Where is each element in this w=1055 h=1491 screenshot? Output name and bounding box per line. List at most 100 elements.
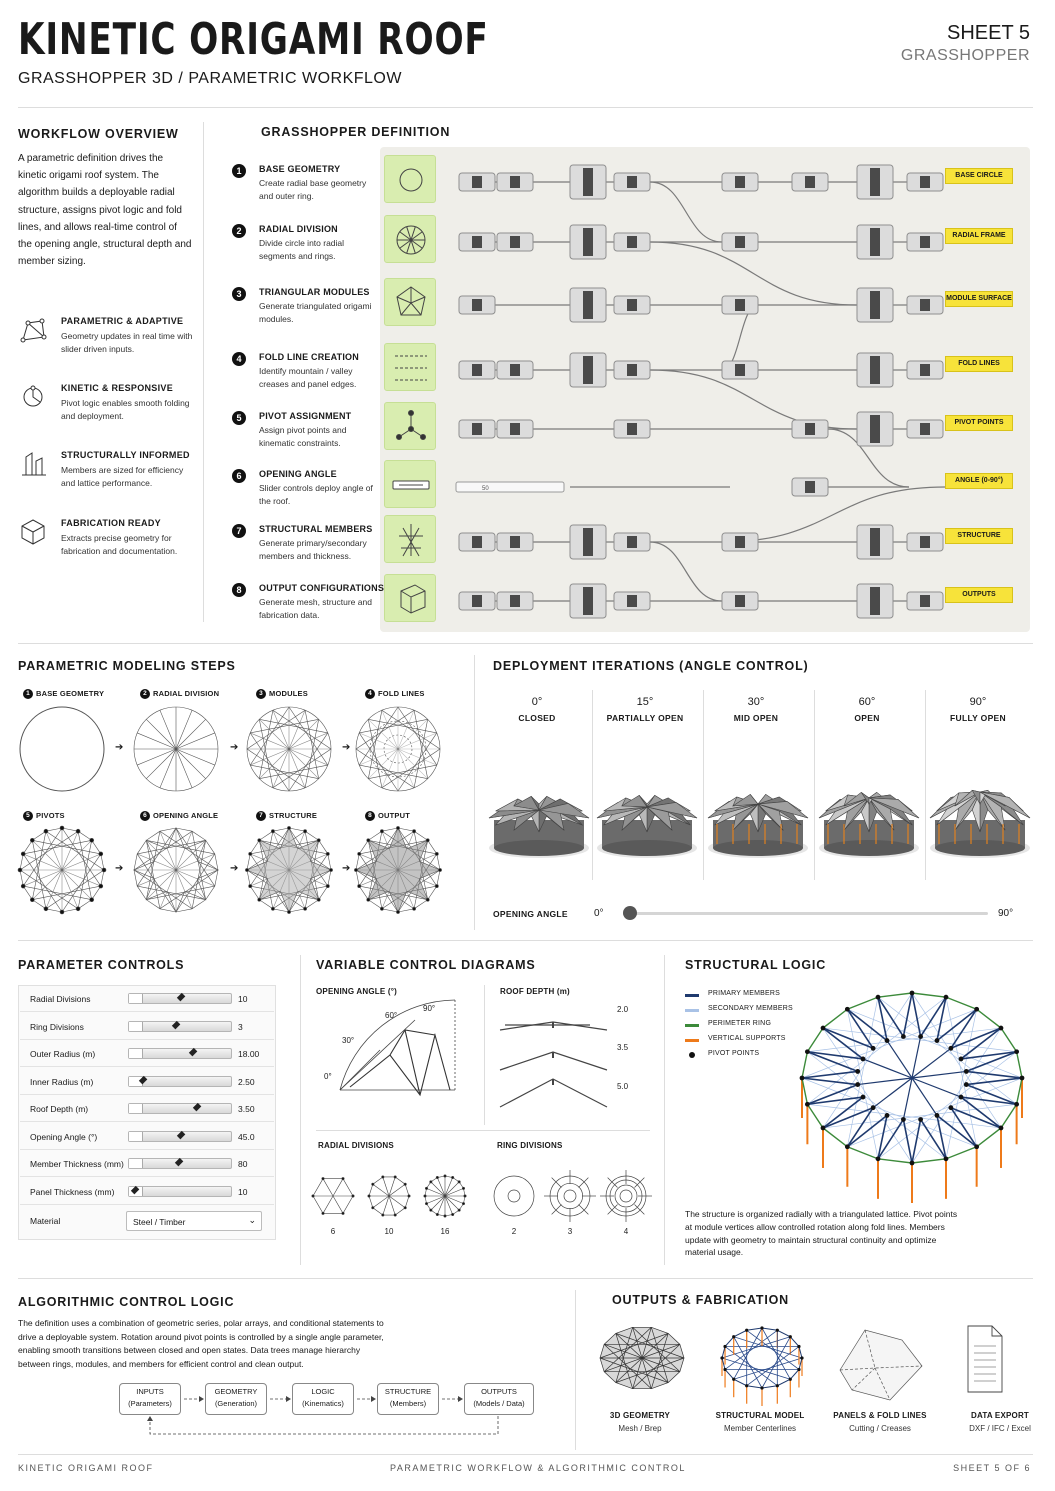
radial-division-diagram xyxy=(311,1177,355,1215)
modeling-title: PARAMETRIC MODELING STEPS xyxy=(18,659,236,673)
modeling-step-name: STRUCTURE xyxy=(269,811,318,820)
section-divider-1 xyxy=(18,643,1033,644)
step-number-badge: 6 xyxy=(232,469,246,483)
deploy-angle: 30° xyxy=(747,696,765,708)
pivot-point xyxy=(884,1038,890,1043)
step-title: FOLD LINE CREATION xyxy=(259,352,359,362)
ring-value: 2 xyxy=(512,1227,517,1236)
flow-arrowhead xyxy=(371,1396,376,1402)
deploy-slider-handle[interactable] xyxy=(623,906,637,920)
legend-swatch xyxy=(685,994,699,997)
pivot-point xyxy=(998,1125,1004,1131)
workflow-divider xyxy=(203,122,204,622)
pivot-point xyxy=(855,1069,861,1074)
param-slider-handle[interactable] xyxy=(193,1102,202,1112)
output-structural-model xyxy=(720,1326,804,1406)
arrow-right-icon: ➔ xyxy=(230,863,239,874)
param-row: Panel Thickness (mm)10 xyxy=(20,1179,274,1205)
step-number-badge: 5 xyxy=(232,411,246,425)
material-select[interactable]: Steel / Timber ⌄ xyxy=(126,1211,262,1231)
param-row: Inner Radius (m)2.50 xyxy=(20,1069,274,1095)
param-slider-track[interactable] xyxy=(128,1130,232,1142)
primary-member xyxy=(966,1083,1017,1106)
primary-member xyxy=(807,1096,864,1106)
param-label: Panel Thickness (mm) xyxy=(30,1186,115,1197)
pivot-point xyxy=(974,1144,980,1150)
ring-divisions-title: RING DIVISIONS xyxy=(497,1141,563,1150)
opening-tick-60: 60° xyxy=(385,1011,397,1020)
primary-member xyxy=(902,1077,913,1120)
step-thumbnail xyxy=(384,402,436,450)
output-title: DATA EXPORT xyxy=(970,1411,1030,1420)
param-slider-track[interactable] xyxy=(128,1047,232,1059)
primary-member xyxy=(846,1008,874,1049)
flow-step-box: OUTPUTS(Models / Data) xyxy=(464,1383,534,1415)
flow-step-sub: (Members) xyxy=(389,1398,427,1408)
gh-component-icon xyxy=(583,168,593,196)
step-number-badge: 3 xyxy=(232,287,246,301)
flow-step-box: GEOMETRY(Generation) xyxy=(205,1383,267,1415)
outputs-title: OUTPUTS & FABRICATION xyxy=(612,1293,789,1307)
fold-icon xyxy=(395,355,427,381)
modeling-diagram xyxy=(350,822,446,918)
ring-value: 3 xyxy=(568,1227,573,1236)
primary-member xyxy=(877,996,905,1037)
legend-label: PERIMETER RING xyxy=(708,1020,772,1027)
param-slider-track[interactable] xyxy=(128,1157,232,1169)
gh-component-icon xyxy=(472,299,482,311)
primary-member xyxy=(911,1077,938,1116)
param-slider-track[interactable] xyxy=(128,1075,232,1087)
primary-member xyxy=(872,1077,913,1109)
primary-member xyxy=(919,996,947,1037)
gh-component-icon xyxy=(510,364,520,376)
step-title: PIVOT ASSIGNMENT xyxy=(259,411,352,421)
pivot-point xyxy=(909,990,915,996)
ring-division-diagram xyxy=(493,1175,535,1217)
gh-slider-value: 50 xyxy=(482,486,489,492)
param-slider-track[interactable] xyxy=(128,1020,232,1032)
param-slider-handle[interactable] xyxy=(171,1020,181,1029)
deploy-divider xyxy=(592,690,593,880)
pivot-point xyxy=(870,1045,876,1051)
step-number-badge: 8 xyxy=(232,583,246,597)
param-row: Member Thickness (mm)80 xyxy=(20,1151,274,1177)
deploy-roof-render xyxy=(703,740,813,880)
primary-member xyxy=(846,1114,888,1148)
pivot-point xyxy=(909,1160,915,1166)
gh-component-icon xyxy=(920,536,930,548)
gh-component-icon xyxy=(920,176,930,188)
primary-member xyxy=(846,1107,874,1148)
param-slider-handle[interactable] xyxy=(176,1130,186,1139)
radial-divisions-title: RADIAL DIVISIONS xyxy=(318,1141,394,1150)
gh-component-icon xyxy=(472,595,482,607)
param-slider-handle[interactable] xyxy=(189,1047,198,1057)
gh-component-icon xyxy=(583,228,593,256)
param-value: 2.50 xyxy=(238,1076,255,1087)
output-title: 3D GEOMETRY xyxy=(609,1411,671,1420)
gh-component-icon xyxy=(472,236,482,248)
param-slider-track[interactable] xyxy=(128,992,232,1004)
gh-component-icon xyxy=(735,595,745,607)
param-slider-handle[interactable] xyxy=(176,992,186,1002)
pivot-point xyxy=(963,1069,969,1074)
deploy-slider-track[interactable] xyxy=(623,912,988,915)
gh-component-icon xyxy=(870,528,880,556)
gh-component-icon xyxy=(920,299,930,311)
step-number-badge: 7 xyxy=(232,524,246,538)
step-desc: Generate mesh, structure and fabrication… xyxy=(259,597,372,620)
arrow-right-icon: ➔ xyxy=(230,742,239,753)
primary-member xyxy=(911,1119,922,1164)
pivot-point xyxy=(998,1025,1004,1031)
param-slider-track[interactable] xyxy=(128,1185,232,1197)
gh-number-slider xyxy=(455,481,565,493)
deploy-roof-render xyxy=(592,740,702,880)
gh-component-icon xyxy=(510,595,520,607)
primary-member xyxy=(902,1119,913,1164)
param-slider-track[interactable] xyxy=(128,1102,232,1114)
arrow-right-icon: ➔ xyxy=(115,863,124,874)
param-slider-handle[interactable] xyxy=(174,1157,184,1167)
